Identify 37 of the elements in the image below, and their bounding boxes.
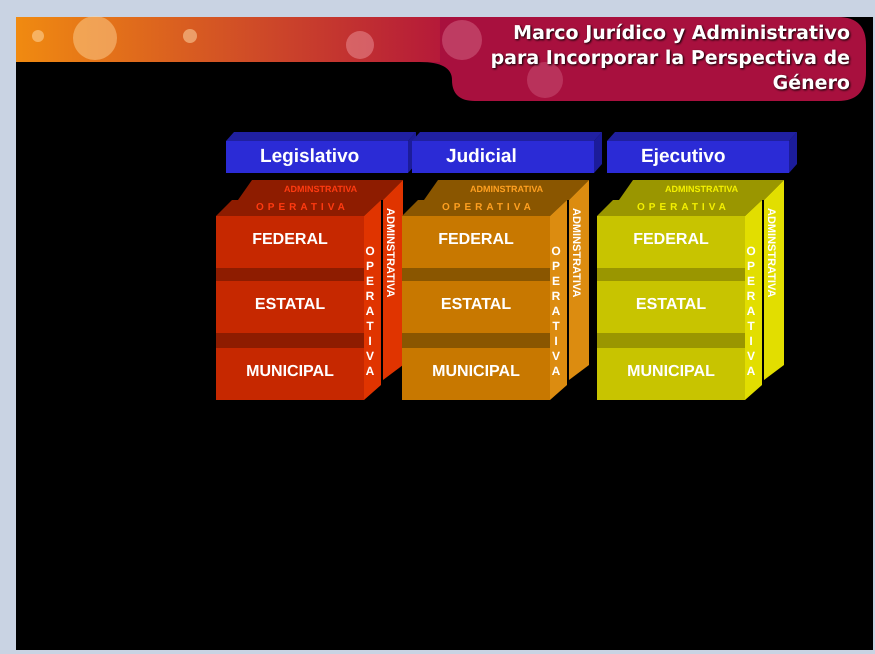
level-label: ESTATAL [254, 296, 326, 314]
level-label: ESTATAL [440, 296, 512, 314]
operative-block [216, 200, 381, 400]
face-label: ADMINSTRATIVA [765, 208, 777, 298]
level-block [597, 216, 745, 268]
level-block [216, 281, 364, 333]
face-label: ADMINSTRATIVA [470, 184, 544, 194]
face-label: OPERATIVA [637, 202, 730, 213]
column-heading: Ejecutivo [641, 146, 726, 168]
face-label: ADMINSTRATIVA [384, 208, 396, 298]
face-label: OPERATIVA [549, 244, 563, 379]
level-block [216, 348, 364, 400]
column-heading: Judicial [446, 146, 517, 168]
face-label: OPERATIVA [442, 202, 535, 213]
face-label: OPERATIVA [744, 244, 758, 379]
face-label: ADMINSTRATIVA [665, 184, 738, 194]
face-label: OPERATIVA [256, 202, 349, 213]
column-heading: Legislativo [260, 146, 360, 168]
slide-title: Marco Jurídico y Administrativo para Incorporar la Perspectiva de Género [490, 21, 850, 96]
face-label: OPERATIVA [363, 244, 377, 379]
level-block [402, 216, 550, 268]
face-label: ADMINSTRATIVA [284, 184, 358, 194]
level-label: ESTATAL [634, 296, 708, 314]
operative-block [597, 200, 762, 400]
level-block [216, 216, 364, 268]
level-label: FEDERAL [251, 231, 329, 249]
face-label: ADMINSTRATIVA [570, 208, 582, 298]
level-label: MUNICIPAL [431, 363, 521, 381]
level-block [597, 281, 745, 333]
level-block [402, 281, 550, 333]
level-label: FEDERAL [632, 231, 710, 249]
level-label: FEDERAL [437, 231, 515, 249]
level-label: MUNICIPAL [626, 363, 716, 381]
level-block [597, 348, 745, 400]
level-block [402, 348, 550, 400]
level-label: MUNICIPAL [245, 363, 335, 381]
operative-block [402, 200, 567, 400]
